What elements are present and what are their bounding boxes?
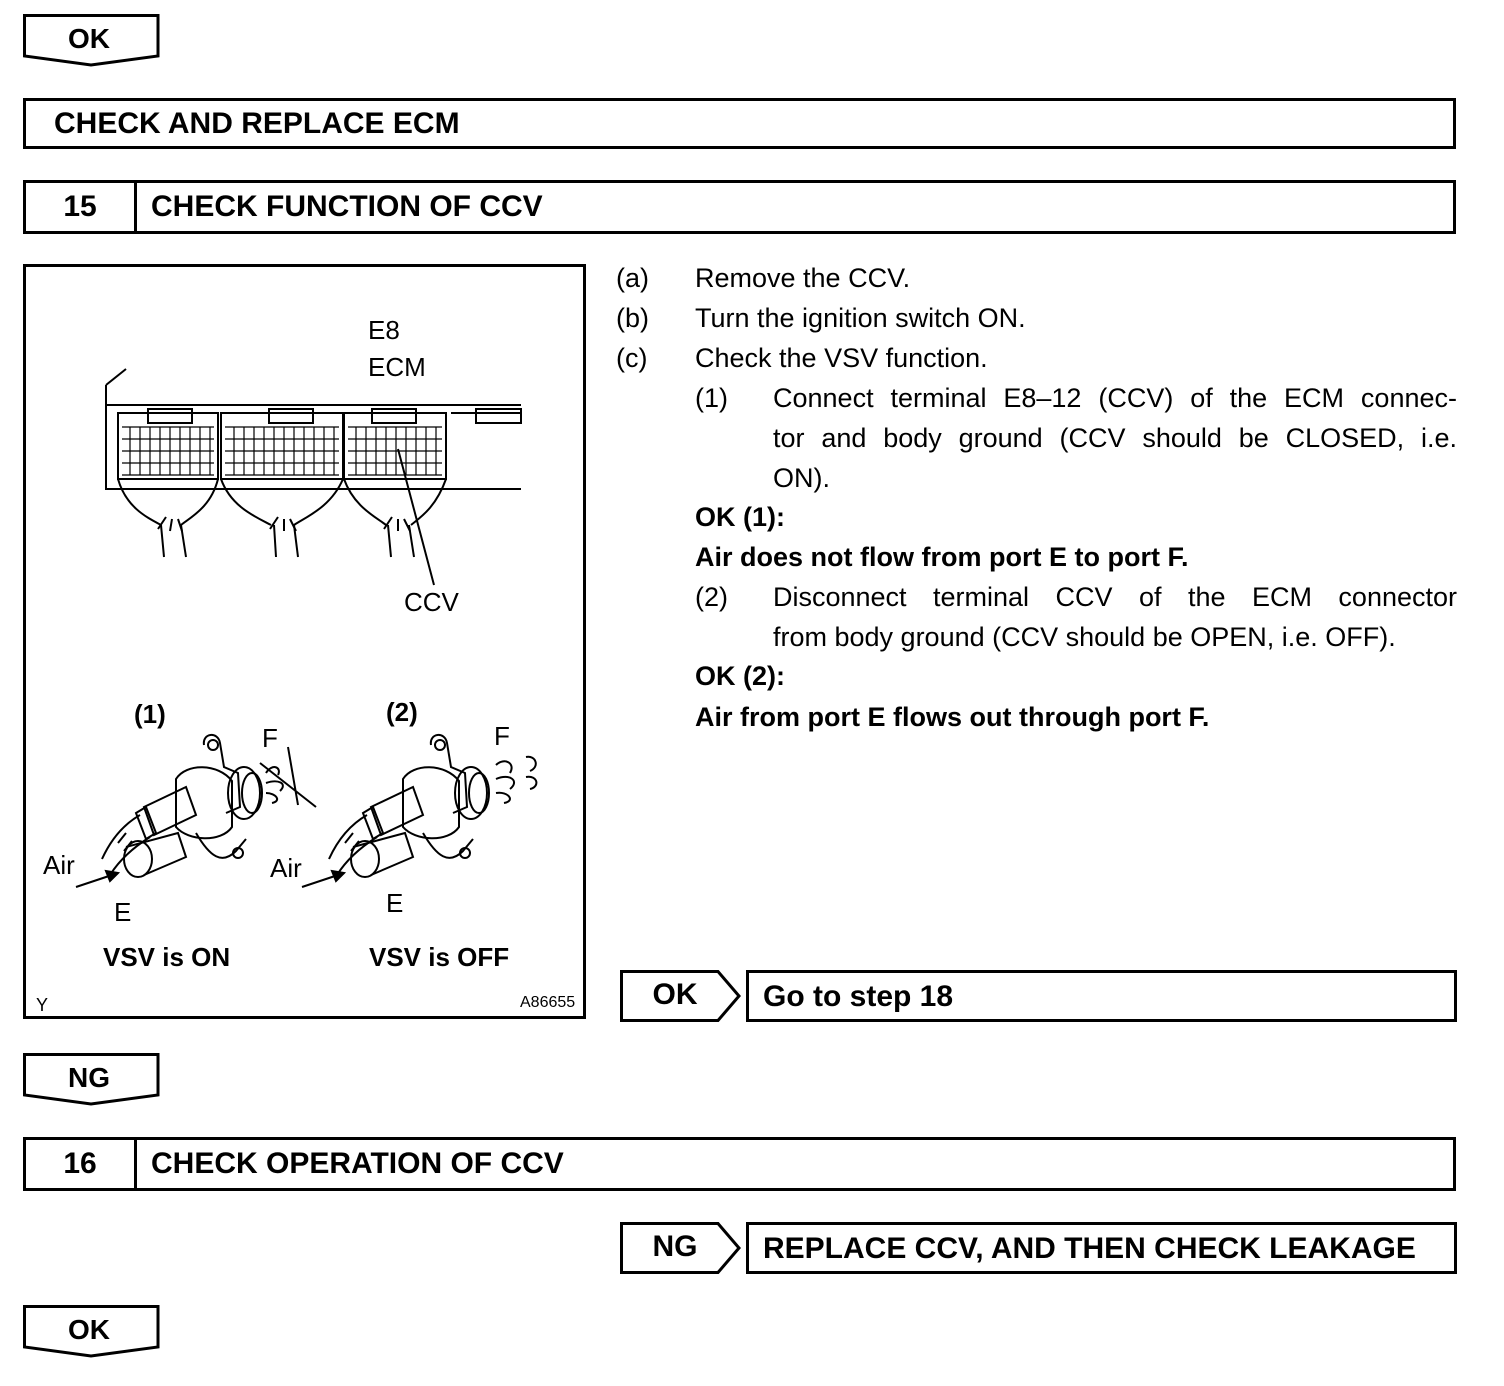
ok-tag-top: OK [23, 14, 160, 67]
port-e-label-2: E [386, 888, 404, 918]
ok-tag-top-label: OK [68, 23, 110, 54]
substep-1-line-2: tor and body ground (CCV should be CLOSE… [773, 423, 1457, 453]
caption-vsv-on: VSV is ON [103, 942, 231, 972]
ng-tag: NG [23, 1053, 160, 1106]
ok-1-label: OK (1): [695, 502, 785, 532]
substep-1-line-1: Connect terminal E8–12 (CCV) of the ECM … [773, 383, 1457, 413]
air-label-1: Air [43, 850, 75, 880]
ccv-label: CCV [404, 587, 459, 617]
step-16-header: 16 CHECK OPERATION OF CCV [23, 1137, 1456, 1191]
go-to-step-18-text: Go to step 18 [763, 980, 954, 1013]
figure-id: A86655 [520, 994, 576, 1011]
step-a-marker: (a) [616, 263, 649, 293]
step-b-text: Turn the ignition switch ON. [695, 303, 1026, 333]
caption-vsv-off: VSV is OFF [369, 942, 510, 972]
ecm-label: ECM [368, 352, 426, 382]
ok-2-text: Air from port E flows out through port F… [695, 702, 1210, 732]
ecm-code-label: E8 [368, 315, 400, 345]
air-label-2: Air [270, 853, 302, 883]
ng-branch-tag: NG [620, 1222, 742, 1274]
ecm-and-vsv-illustration [75, 368, 538, 888]
step-c-text: Check the VSV function. [695, 343, 988, 373]
ok-tag-bottom-label: OK [68, 1314, 110, 1345]
right-tag-shape [620, 1222, 741, 1274]
step-16-title: CHECK OPERATION OF CCV [151, 1147, 564, 1180]
ok-branch-tag: OK [620, 970, 742, 1022]
go-to-step-18-box: Go to step 18 [746, 970, 1457, 1022]
ng-branch-tag-label: NG [652, 1230, 698, 1263]
substep-2-line-1: Disconnect terminal CCV of the ECM conne… [773, 582, 1457, 612]
step-b-marker: (b) [616, 303, 649, 333]
port-f-label-2: F [494, 721, 510, 751]
down-tag-shape [23, 14, 160, 67]
check-replace-ecm-box: CHECK AND REPLACE ECM [23, 98, 1456, 149]
ok-tag-bottom: OK [23, 1305, 160, 1358]
down-tag-shape [23, 1305, 160, 1358]
ok-1-text: Air does not flow from port E to port F. [695, 542, 1189, 572]
substep-2-marker: (2) [695, 582, 728, 612]
right-tag-shape [620, 970, 741, 1022]
substep-2-line-2: from body ground (CCV should be OPEN, i.… [773, 622, 1396, 652]
figure-corner-mark: Y [36, 995, 49, 1015]
port-e-label-1: E [114, 897, 132, 927]
substep-1-line-3: ON). [773, 463, 830, 493]
step-16-number: 16 [26, 1140, 137, 1188]
ccv-figure: E8 ECM CCV (1) (2) F F Air Air E E VSV i… [23, 264, 586, 1019]
down-tag-shape [23, 1053, 160, 1106]
case-2-label: (2) [386, 697, 418, 727]
case-1-label: (1) [134, 699, 166, 729]
check-replace-ecm-label: CHECK AND REPLACE ECM [54, 107, 460, 140]
step-a-text: Remove the CCV. [695, 263, 911, 293]
ng-tag-label: NG [68, 1062, 110, 1093]
step-15-number: 15 [26, 183, 137, 231]
port-f-label-1: F [262, 723, 278, 753]
replace-ccv-text: REPLACE CCV, AND THEN CHECK LEAKAGE [763, 1232, 1416, 1265]
step-15-header: 15 CHECK FUNCTION OF CCV [23, 180, 1456, 234]
ok-2-label: OK (2): [695, 661, 785, 691]
replace-ccv-box: REPLACE CCV, AND THEN CHECK LEAKAGE [746, 1222, 1457, 1274]
step-c-marker: (c) [616, 343, 648, 373]
substep-1-marker: (1) [695, 383, 728, 413]
ok-branch-tag-label: OK [652, 978, 698, 1011]
step-15-title: CHECK FUNCTION OF CCV [151, 190, 543, 223]
